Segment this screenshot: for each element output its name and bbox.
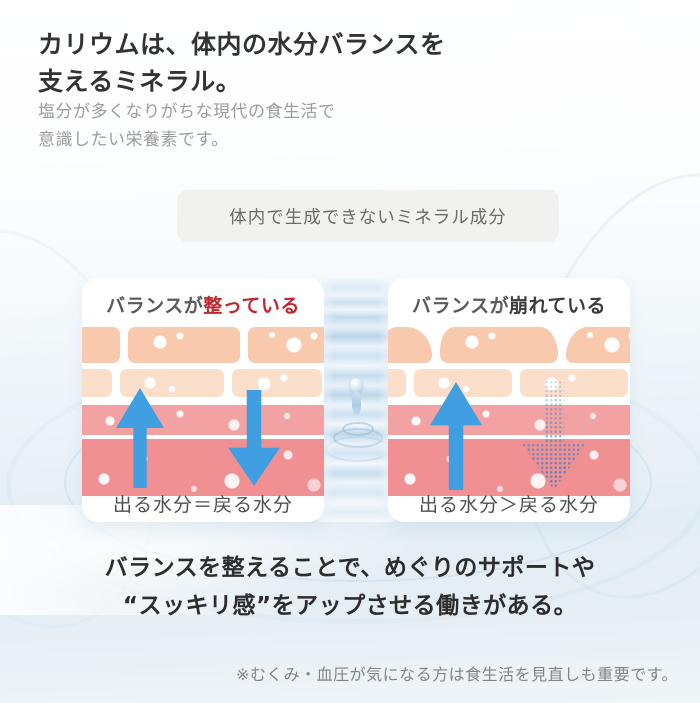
skin-layer-second — [388, 369, 628, 397]
conclusion-message: バランスを整えることで、めぐりのサポートや “スッキリ感”をアップさせる働きがあ… — [0, 549, 700, 625]
balanced-caption: 出る水分＝戻る水分 — [112, 494, 293, 516]
conclusion-line1: バランスを整えることで、めぐりのサポートや — [104, 555, 596, 581]
balanced-panel: バランスが整っている 出る水分＝戻る水分 — [82, 278, 324, 522]
unbalanced-panel-title: バランスが崩れている — [388, 291, 630, 318]
water-drop-splash — [352, 391, 361, 415]
balanced-panel-title: バランスが整っている — [82, 291, 324, 318]
page-title: カリウムは、体内の水分バランスを 支えるミネラル。 — [38, 26, 446, 100]
page-subtitle-line2: 意識したい栄養素です。 — [38, 130, 229, 150]
unbalanced-title-highlight: 崩れている — [509, 295, 607, 317]
balanced-title-prefix: バランスが — [106, 295, 204, 317]
skin-layer-deep-pink — [82, 439, 324, 496]
mineral-badge-label: 体内で生成できないミネラル成分 — [229, 207, 507, 228]
balanced-title-highlight: 整っている — [203, 295, 300, 317]
unbalanced-panel: バランスが崩れている 出る水分＞戻る水分 — [388, 278, 630, 522]
skin-layer-pink — [388, 405, 630, 435]
unbalanced-caption: 出る水分＞戻る水分 — [418, 494, 599, 516]
conclusion-line2: “スッキリ感”をアップさせる働きがある。 — [122, 593, 578, 619]
skin-layer-deep-pink — [388, 439, 630, 496]
page-title-line2: 支えるミネラル。 — [38, 67, 242, 96]
mineral-badge: 体内で生成できないミネラル成分 — [177, 190, 559, 242]
water-drop-image — [318, 278, 394, 522]
drop-ripple — [342, 422, 374, 436]
page-title-line1: カリウムは、体内の水分バランスを — [38, 30, 446, 59]
water-drop-icon — [350, 378, 363, 393]
skin-layer-top-damaged — [388, 327, 630, 363]
drop-ripple — [333, 428, 383, 448]
drop-ripple — [325, 436, 391, 462]
skin-layer-top — [82, 327, 324, 363]
skin-layer-pink — [82, 405, 324, 435]
footnote: ※むくみ・血圧が気になる方は食生活を見直しも重要です。 — [236, 665, 678, 684]
unbalanced-title-prefix: バランスが — [411, 295, 510, 317]
page-subtitle-line1: 塩分が多くなりがちな現代の食生活で — [38, 102, 336, 122]
page-subtitle: 塩分が多くなりがちな現代の食生活で 意識したい栄養素です。 — [38, 98, 336, 154]
